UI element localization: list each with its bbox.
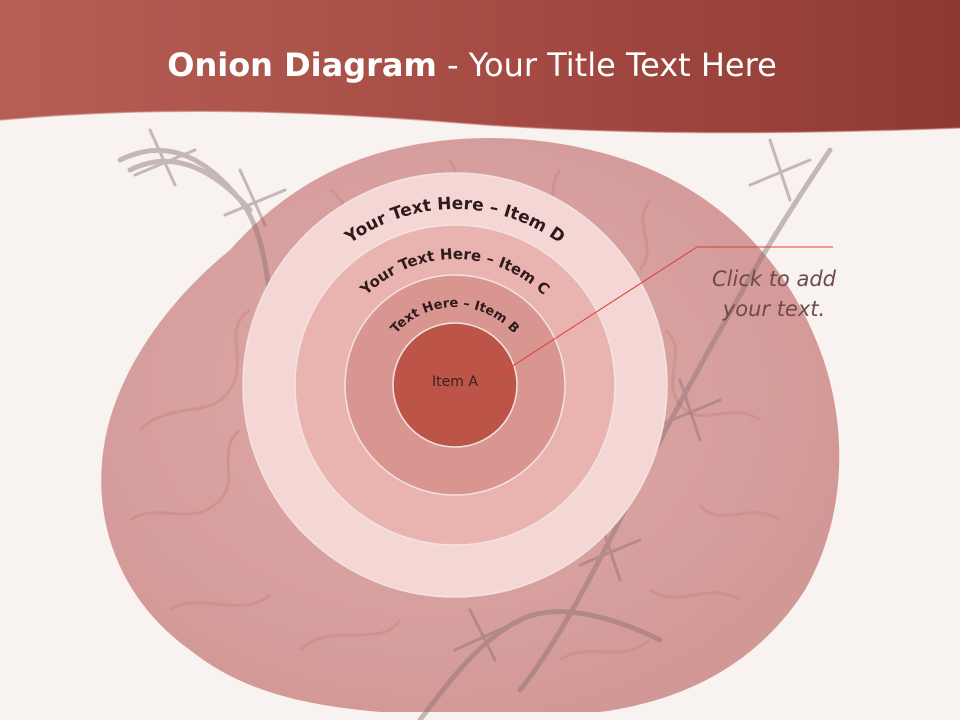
onion-label-center: Item A [432,374,478,390]
title-rest-text: - Your Title Text Here [436,46,777,84]
callout-connector [493,246,833,379]
onion-layer-1 [392,322,518,448]
connector-diagonal-line [493,246,698,379]
slide-title[interactable]: Onion Diagram - Your Title Text Here [0,46,944,84]
header-band [0,0,960,133]
callout-line-2: your text. [722,297,826,321]
callout-textbox[interactable]: Click to add your text. [676,264,872,324]
callout-line-1: Click to add [711,267,836,291]
title-bold-text: Onion Diagram [167,46,437,84]
